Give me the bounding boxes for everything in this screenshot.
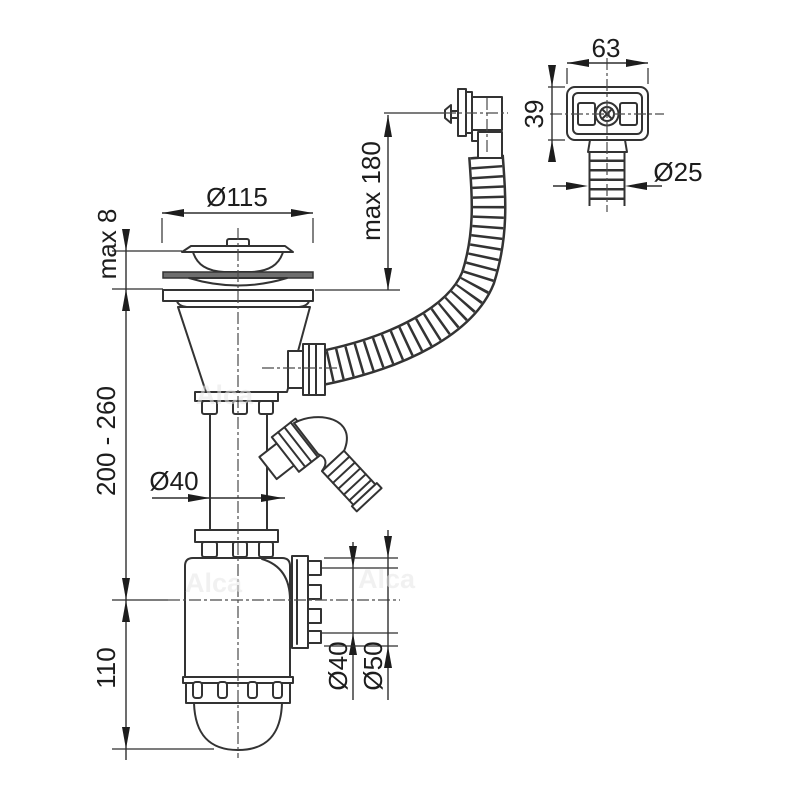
arrowhead [291,209,313,217]
watermark-text: Alca [196,380,254,410]
overflow-hose [318,154,507,386]
dim-left-chain: max 8 200 - 260 110 [91,209,214,760]
nut-tab [201,541,218,558]
nut-tab [258,400,274,415]
nut-tab [258,541,274,558]
dim-outlet-socket: Ø50 [324,530,398,700]
dim-label-overflow-height: max 180 [356,141,386,241]
arrowhead [566,182,588,190]
dim-label-outlet-socket: Ø50 [358,641,388,690]
arrowhead [261,494,283,502]
lower-nut-band [194,529,279,543]
funnel-cone [177,306,311,393]
nut-tab [307,630,322,644]
rib-line [326,455,351,479]
dim-pipe-diameter: Ø40 [149,466,285,502]
centerlines [168,98,508,758]
dim-label-adjust-range: 200 - 260 [91,386,121,496]
dim-label-overflow-hose-diameter: Ø25 [653,157,702,187]
rib-line [348,479,373,502]
branch-nut-group [258,417,324,481]
dim-label-overflow-box-height: 39 [519,100,549,129]
overflow-detail-view: 63 39 Ø25 [519,33,703,212]
arrowhead [122,578,130,600]
arrowhead [548,65,556,87]
nut-tab [307,608,322,624]
dim-strainer-diameter: Ø115 [161,182,314,243]
dim-label-pipe-diameter: Ø40 [149,466,198,496]
arrowhead [188,494,210,502]
nut-tab [307,560,322,576]
overflow-hose-neck [477,131,503,159]
arrowhead [162,209,184,217]
dim-overflow-box-height: 39 [519,65,565,162]
ring-slot [272,681,283,699]
arrowhead [349,633,357,655]
arrowhead [384,268,392,290]
overflow-hose-body [318,154,505,384]
nut-tab [201,400,218,415]
watermarks: Alca Alca Alca [185,380,416,598]
overflow-screw-head [444,104,452,124]
tailpipe-assembly [194,391,279,558]
arrowhead [625,182,647,190]
dim-label-trap-depth: 110 [91,647,121,688]
dim-label-strainer-diameter: Ø115 [206,182,268,212]
overflow-inlet-nut [302,343,326,396]
arrowhead [384,115,392,137]
arrowhead [567,59,589,67]
ring-slot [192,681,203,699]
rib-line [331,461,356,484]
overflow-hose-corrugation [318,154,505,384]
overflow-inlet-stub [287,350,305,389]
dim-label-overflow-box-width: 63 [592,33,621,63]
arrowhead [349,546,357,568]
outlet-nut-body [291,555,309,649]
branch-end-flange [350,482,383,513]
arrowhead [548,140,556,162]
watermark-text: Alca [358,564,416,594]
dim-overflow-hose-diameter: Ø25 [553,157,703,190]
rib-line [277,431,307,468]
rib-line [337,467,362,490]
arrowhead [384,646,392,668]
ring-slot [217,681,228,699]
watermark-text: Alca [185,568,243,598]
rib-line [342,473,367,496]
dim-overflow-box-width: 63 [566,33,649,84]
nut-tab [232,541,248,558]
arrowhead [122,727,130,749]
dim-outlet-bore: Ø40 [322,542,398,700]
arrowhead [626,59,648,67]
overflow-connector-side [444,88,503,159]
arrowhead [122,289,130,311]
rib-line [283,426,313,463]
nut-tab [307,584,322,600]
arrowhead [122,229,130,251]
nut-tab [232,400,248,415]
dim-label-sink-thickness: max 8 [92,209,122,280]
arrowhead [384,536,392,558]
outlet-root-curve [261,558,291,601]
branch-barb-group [321,449,383,513]
dim-overflow-height: max 180 [315,112,444,291]
funnel [177,306,326,396]
arrowhead [122,600,130,622]
dim-label-outlet-bore: Ø40 [323,641,353,690]
appliance-branch [258,416,383,513]
ring-slot [247,681,258,699]
rib-line [289,421,319,459]
